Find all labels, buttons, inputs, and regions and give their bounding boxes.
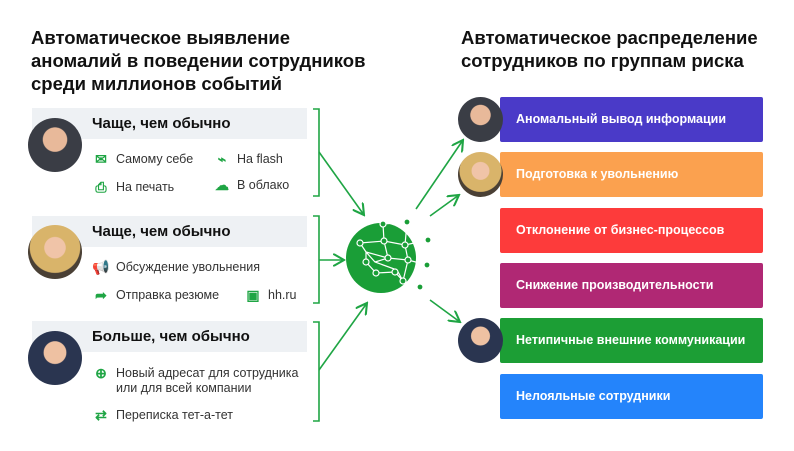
right-title-line: сотрудников по группам риска xyxy=(461,50,744,71)
id-card-icon: ▣ xyxy=(246,287,260,303)
list-item: ⇄ Переписка тет-а-тет xyxy=(92,408,233,424)
left-title: Автоматическое выявление аномалий в пове… xyxy=(31,26,365,95)
arrow-in-1 xyxy=(318,151,364,215)
bracket-2 xyxy=(313,215,320,304)
avatar-employee-3 xyxy=(28,331,82,385)
plus-circle-icon: ⊕ xyxy=(95,365,107,381)
printer-icon: ⎙ xyxy=(95,179,107,195)
left-title-line: аномалий в поведении сотрудников xyxy=(31,50,366,71)
list-item: ☁ В облако xyxy=(213,178,289,194)
bracket-3 xyxy=(313,321,320,422)
arrow-in-3 xyxy=(318,303,367,371)
group-label: Снижение производительности xyxy=(516,278,714,292)
risk-group-anomalous-output: Аномальный вывод информации xyxy=(500,97,763,142)
group-label: Аномальный вывод информации xyxy=(516,112,727,126)
item-label: На печать xyxy=(116,180,175,194)
bracket-1 xyxy=(313,108,320,197)
card-header-label: Чаще, чем обычно xyxy=(92,115,231,132)
group-label: Нетипичные внешние коммуникации xyxy=(516,333,746,347)
risk-group-process-deviation: Отклонение от бизнес-процессов xyxy=(500,208,763,253)
list-item: ▣ hh.ru xyxy=(244,287,297,304)
risk-group-external-comms: Нетипичные внешние коммуникации xyxy=(500,318,763,363)
cloud-icon: ☁ xyxy=(215,177,229,193)
card-2-header: Чаще, чем обычно xyxy=(32,216,307,247)
group-label: Нелояльные сотрудники xyxy=(516,389,671,403)
left-title-line: среди миллионов событий xyxy=(31,73,282,94)
risk-group-resignation: Подготовка к увольнению xyxy=(500,152,763,197)
item-label: Переписка тет-а-тет xyxy=(116,408,233,422)
item-label: hh.ru xyxy=(268,288,297,302)
share-arrow-icon: ➦ xyxy=(95,287,107,303)
flash-drive-icon: ⌁ xyxy=(217,151,227,167)
item-label: Обсуждение увольнения xyxy=(116,260,261,274)
email-self-icon: ✉ xyxy=(95,151,107,167)
item-label: На flash xyxy=(237,152,283,166)
left-title-line: Автоматическое выявление xyxy=(31,27,291,48)
list-item: ⎙ На печать xyxy=(92,180,174,196)
card-header-label: Чаще, чем обычно xyxy=(92,223,231,240)
group-label: Отклонение от бизнес-процессов xyxy=(516,223,725,237)
list-item: ✉ Самому себе xyxy=(92,152,193,168)
item-label: Самому себе xyxy=(116,152,194,166)
risk-group-productivity-drop: Снижение производительности xyxy=(500,263,763,308)
list-item: ⌁ На flash xyxy=(213,152,283,168)
item-label: В облако xyxy=(237,178,290,192)
list-item: 📢 Обсуждение увольнения xyxy=(92,260,260,276)
avatar-employee-1 xyxy=(28,118,82,172)
list-item: ⊕ Новый адресат для сотрудника или для вс… xyxy=(92,366,312,396)
exchange-arrows-icon: ⇄ xyxy=(95,407,107,423)
item-label: Новый адресат для сотрудника или для все… xyxy=(116,366,299,395)
group-label: Подготовка к увольнению xyxy=(516,167,679,181)
card-3-header: Больше, чем обычно xyxy=(32,321,307,352)
avatar-group-5 xyxy=(458,318,503,363)
card-header-label: Больше, чем обычно xyxy=(92,328,250,345)
arrow-out-1 xyxy=(415,140,463,210)
avatar-employee-2 xyxy=(28,225,82,279)
right-title: Автоматическое распределение сотрудников… xyxy=(461,26,758,72)
megaphone-icon: 📢 xyxy=(92,259,110,275)
avatar-group-2 xyxy=(458,152,503,197)
arrow-out-2 xyxy=(429,195,459,217)
item-label: Отправка резюме xyxy=(116,288,220,302)
list-item: ➦ Отправка резюме xyxy=(92,288,219,304)
arrow-out-3 xyxy=(429,299,460,322)
avatar-group-1 xyxy=(458,97,503,142)
right-title-line: Автоматическое распределение xyxy=(461,27,758,48)
neural-network-node xyxy=(346,218,432,293)
risk-group-disloyal: Нелояльные сотрудники xyxy=(500,374,763,419)
